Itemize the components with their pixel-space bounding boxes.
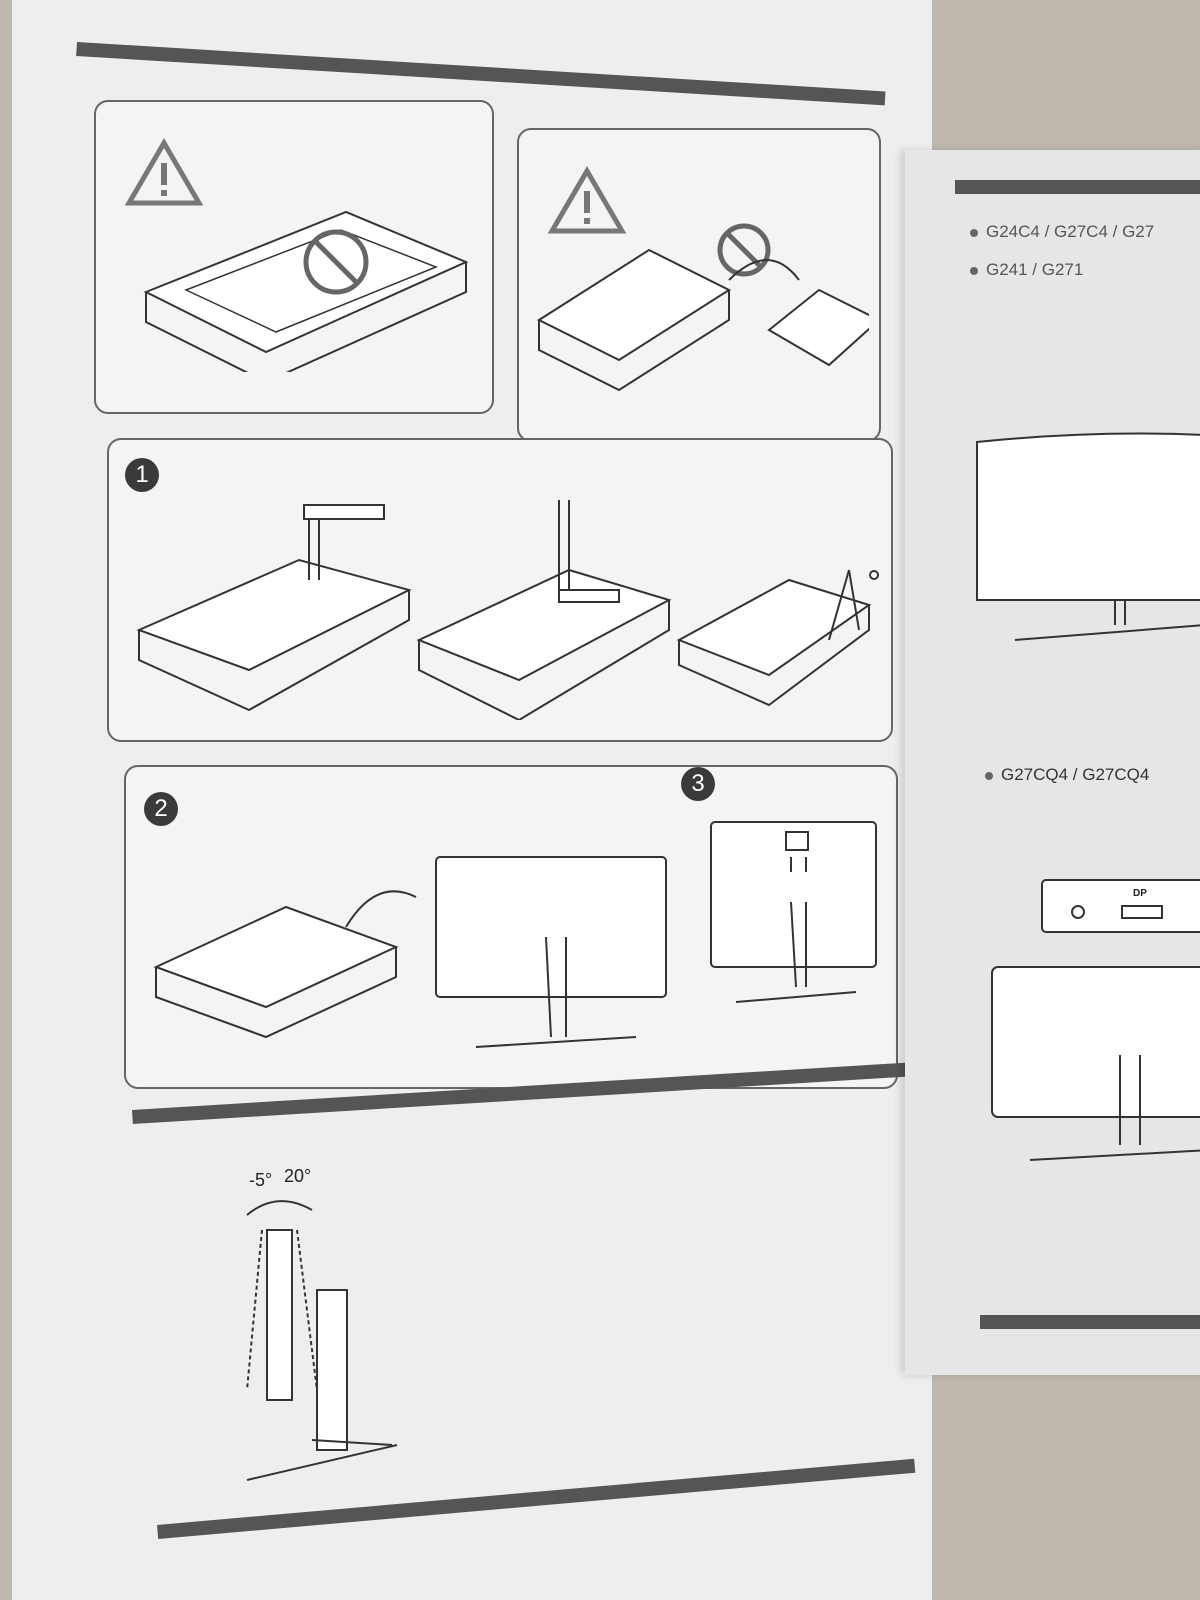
tilt-monitor-illustration — [246, 1200, 398, 1481]
tilt-back-angle: -5° — [249, 1170, 273, 1190]
model-text: G241 / G271 — [986, 260, 1084, 279]
screw-icon — [869, 570, 879, 580]
manual-left-page: 1 2 3 — [12, 0, 932, 1600]
attach-monitor-illustration — [710, 821, 877, 1003]
warning-icon — [124, 138, 204, 206]
step-2-3-panel: 2 3 — [124, 765, 898, 1089]
warning-panel-no-lift-foam — [517, 128, 881, 442]
model-list-b: G241 / G271 — [970, 260, 1083, 280]
model-list-a: G24C4 / G27C4 / G27 — [970, 222, 1154, 242]
monitor-in-foam-illustration — [143, 210, 469, 372]
warning-panel-no-press-screen — [94, 100, 494, 414]
flip-monitor-illustration — [153, 856, 667, 1048]
manual-right-page: G24C4 / G27C4 / G27 G241 / G271 G27CQ4 /… — [905, 150, 1200, 1375]
model-list-c: G27CQ4 / G27CQ4 — [985, 765, 1149, 785]
tilt-forward-angle: 20° — [284, 1166, 312, 1186]
step-1-panel: 1 — [107, 438, 893, 742]
header-bar — [76, 42, 886, 106]
warning-icon — [547, 166, 627, 234]
step-number: 2 — [144, 792, 178, 826]
model-text: G27CQ4 / G27CQ4 — [1001, 765, 1150, 784]
step-number: 3 — [681, 767, 715, 801]
prohibited-icon — [717, 223, 771, 277]
foam-removal-illustration — [536, 223, 869, 392]
attach-stand-neck-illustrations — [136, 500, 879, 720]
header-bar — [955, 180, 1200, 194]
port-panel-illustration — [1041, 879, 1200, 933]
curved-arrow-icon — [728, 259, 800, 281]
model-text: G24C4 / G27C4 / G27 — [986, 222, 1155, 241]
monitor-front-illustration — [976, 432, 1200, 641]
prohibited-icon — [303, 229, 369, 295]
footer-bar — [980, 1315, 1200, 1329]
monitor-rear-cable-illustration — [991, 966, 1200, 1161]
dp-port-label: DP — [1133, 888, 1147, 899]
step-number: 1 — [125, 458, 159, 492]
